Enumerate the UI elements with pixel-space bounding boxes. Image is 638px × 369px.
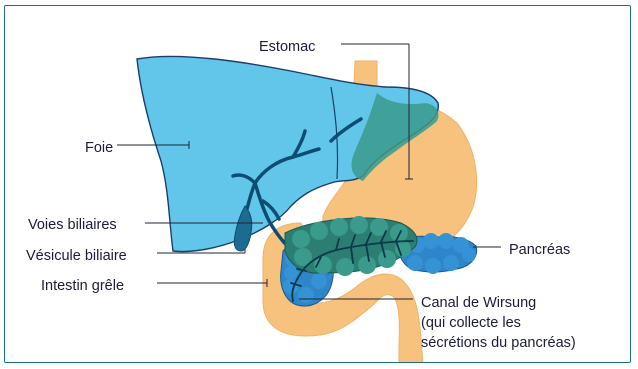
label-vesicule-biliaire: Vésicule biliaire: [26, 247, 127, 265]
label-intestin-grele: Intestin grêle: [41, 277, 124, 295]
label-voies-biliaires: Voies biliaires: [28, 216, 117, 234]
diagram-frame: Estomac Foie Voies biliaires Vésicule bi…: [4, 5, 631, 363]
label-canal-line-3: sécrétions du pancréas): [421, 333, 576, 353]
label-canal-line-1: Canal de Wirsung: [421, 293, 576, 313]
label-canal-line-2: (qui collecte les: [421, 313, 576, 333]
label-estomac: Estomac: [259, 38, 315, 56]
label-pancreas: Pancréas: [509, 241, 570, 259]
label-foie: Foie: [85, 139, 113, 157]
label-canal-de-wirsung: Canal de Wirsung (qui collecte les sécré…: [421, 293, 576, 353]
